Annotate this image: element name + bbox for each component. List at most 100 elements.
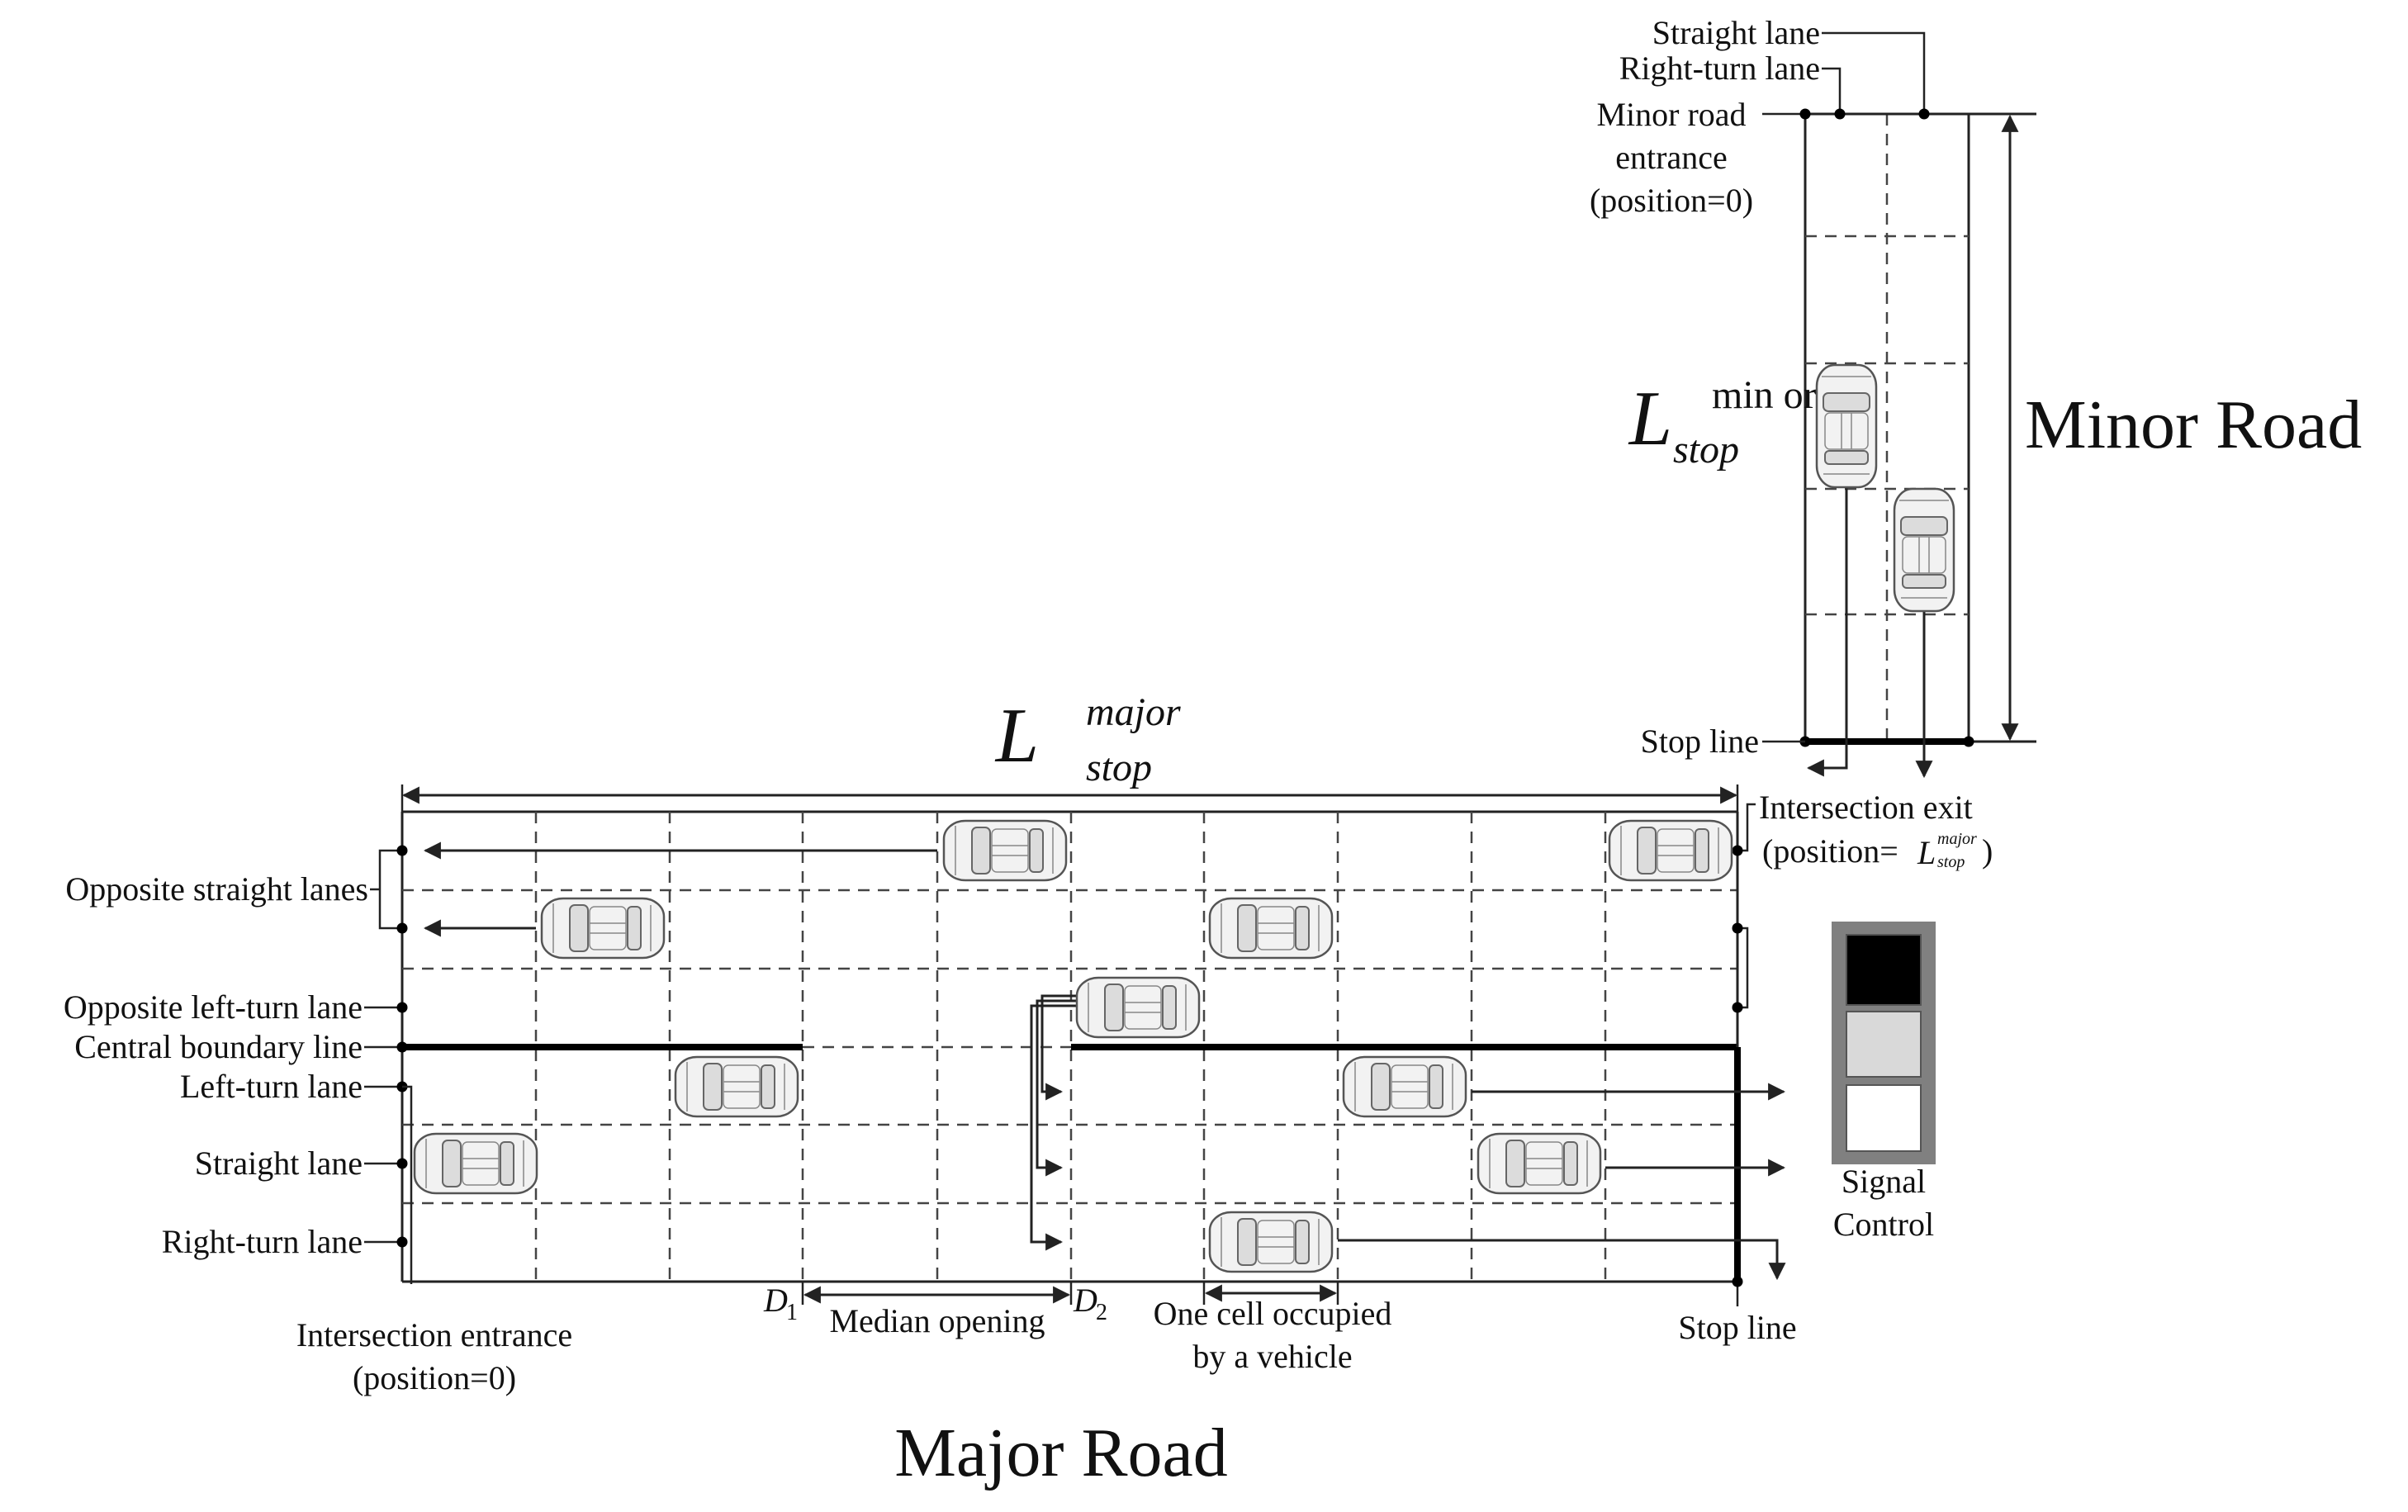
- vehicle-windshield: [971, 827, 991, 874]
- vehicle-body: [540, 897, 666, 960]
- lane-dot: [396, 922, 408, 934]
- major-length-symbol: L: [994, 693, 1039, 779]
- vehicle-roof: [1124, 985, 1162, 1030]
- vehicle-rear-window: [1824, 450, 1869, 465]
- signal-light-red: [1846, 934, 1922, 1006]
- d1-subscript: 1: [786, 1300, 798, 1325]
- vehicle-windshield: [1505, 1140, 1525, 1187]
- vehicle: [1342, 1055, 1467, 1118]
- exit-position-subscript: stop: [1937, 853, 1965, 871]
- minor-stop-line-label: Stop line: [1641, 723, 1759, 760]
- vehicle-windshield: [569, 904, 589, 952]
- median-opening-annotation: D 1 D 2 Median opening One cell occupied…: [763, 1276, 1797, 1375]
- d2-label: D: [1073, 1282, 1097, 1319]
- vehicle-body: [413, 1132, 538, 1195]
- median-u-turn-path: [1040, 994, 1082, 1101]
- exit-position-prefix: (position=: [1762, 832, 1898, 870]
- median-u-turn-path: [1030, 1004, 1082, 1251]
- vehicle-windshield: [1371, 1063, 1391, 1111]
- major-vehicle-paths: [423, 841, 1786, 1281]
- lane-dot: [1732, 1276, 1743, 1287]
- vehicle: [413, 1132, 538, 1195]
- vehicle: [1893, 487, 1955, 613]
- vehicle-rear-window: [1162, 985, 1177, 1030]
- vehicle-windshield: [1237, 1218, 1257, 1266]
- vehicle-body: [1208, 1211, 1334, 1273]
- vehicle-windshield: [1637, 827, 1657, 874]
- lane-dot: [396, 1236, 408, 1248]
- major-road-title: Major Road: [894, 1415, 1228, 1491]
- lane-dot: [396, 845, 408, 856]
- opposite-straight-lanes-label: Opposite straight lanes: [65, 870, 368, 908]
- intersection-entrance-label: Intersection entrance: [296, 1316, 572, 1353]
- lane-dot: [1834, 108, 1846, 120]
- right-turn-lane-label: Right-turn lane: [162, 1223, 363, 1260]
- vehicle-rear-window: [1429, 1064, 1443, 1109]
- opposite-left-turn-lane-label: Opposite left-turn lane: [64, 988, 363, 1026]
- exit-position-symbol: L: [1917, 834, 1936, 871]
- vehicle-rear-window: [1029, 828, 1044, 873]
- vehicle-body: [1608, 819, 1733, 882]
- intersection-exit-annotation: Intersection exit (position= L major sto…: [1732, 789, 1993, 1013]
- vehicle: [674, 1055, 799, 1118]
- vehicle-windshield: [1237, 904, 1257, 952]
- minor-length-dimension: L min or stop: [1628, 373, 1817, 472]
- lane-dot: [1799, 108, 1811, 120]
- vehicle: [1075, 976, 1201, 1039]
- vehicle-roof: [723, 1064, 761, 1109]
- vehicle-roof: [1257, 906, 1295, 950]
- vehicle-body: [1208, 897, 1334, 960]
- right-turn-movement: [1338, 1239, 1786, 1281]
- entrance-bracket: [402, 1085, 413, 1284]
- major-stop-line-label: Stop line: [1678, 1309, 1796, 1346]
- major-length-superscript: major: [1086, 690, 1181, 734]
- vehicle-windshield: [1823, 392, 1870, 412]
- lane-dot: [1732, 922, 1743, 934]
- vehicle-windshield: [442, 1140, 462, 1187]
- vehicle-rear-window: [1295, 1220, 1310, 1264]
- exit-bracket-lower: [1737, 927, 1749, 1009]
- median-opening-label: Median opening: [829, 1302, 1045, 1339]
- minor-entrance-label-line1: Minor road: [1596, 96, 1746, 133]
- lane-dot: [396, 1158, 408, 1169]
- vehicle-rear-window: [627, 906, 642, 950]
- vehicle-roof: [589, 906, 627, 950]
- vehicle-windshield: [1104, 984, 1124, 1031]
- vehicle: [540, 897, 666, 960]
- vehicle-rear-window: [500, 1141, 514, 1186]
- vehicle: [1208, 1211, 1334, 1273]
- signal-label-line1: Signal: [1842, 1163, 1926, 1200]
- right-turn-lane-leader: [1822, 67, 1842, 114]
- signal-label-line2: Control: [1833, 1206, 1934, 1243]
- signal-control: Signal Control: [1832, 922, 1936, 1243]
- major-vehicles: [413, 819, 1733, 1273]
- vehicle-body: [1075, 976, 1201, 1039]
- vehicle-body: [942, 819, 1068, 882]
- vehicle: [1208, 897, 1334, 960]
- straight-lane-label: Straight lane: [195, 1145, 363, 1182]
- vehicle: [1477, 1132, 1602, 1195]
- minor-road-labels: Straight lane Right-turn lane Minor road…: [1590, 14, 1930, 760]
- straight-lane-leader: [1822, 31, 1926, 114]
- minor-entrance-label-line3: (position=0): [1590, 182, 1753, 219]
- signal-light-yellow: [1846, 1011, 1922, 1078]
- vehicle-body: [1477, 1132, 1602, 1195]
- exit-bracket: [1737, 803, 1756, 852]
- one-cell-label-line1: One cell occupied: [1154, 1295, 1392, 1332]
- vehicle-roof: [1657, 828, 1695, 873]
- minor-road-title: Minor Road: [2025, 386, 2362, 463]
- vehicle-body: [1342, 1055, 1467, 1118]
- major-length-dimension: L major stop: [401, 690, 1739, 812]
- vehicle-rear-window: [1563, 1141, 1578, 1186]
- vehicle-roof: [462, 1141, 500, 1186]
- vehicle-rear-window: [1902, 574, 1946, 589]
- minor-length-symbol: L: [1628, 376, 1672, 462]
- vehicle-rear-window: [761, 1064, 775, 1109]
- one-cell-label-line2: by a vehicle: [1192, 1338, 1352, 1375]
- minor-right-turn-path: [1806, 487, 1848, 777]
- minor-length-subscript: stop: [1673, 428, 1739, 472]
- vehicle-windshield: [1900, 516, 1948, 536]
- vehicle-body: [1815, 363, 1878, 489]
- lane-dot: [1732, 1002, 1743, 1013]
- vehicle-roof: [1391, 1064, 1429, 1109]
